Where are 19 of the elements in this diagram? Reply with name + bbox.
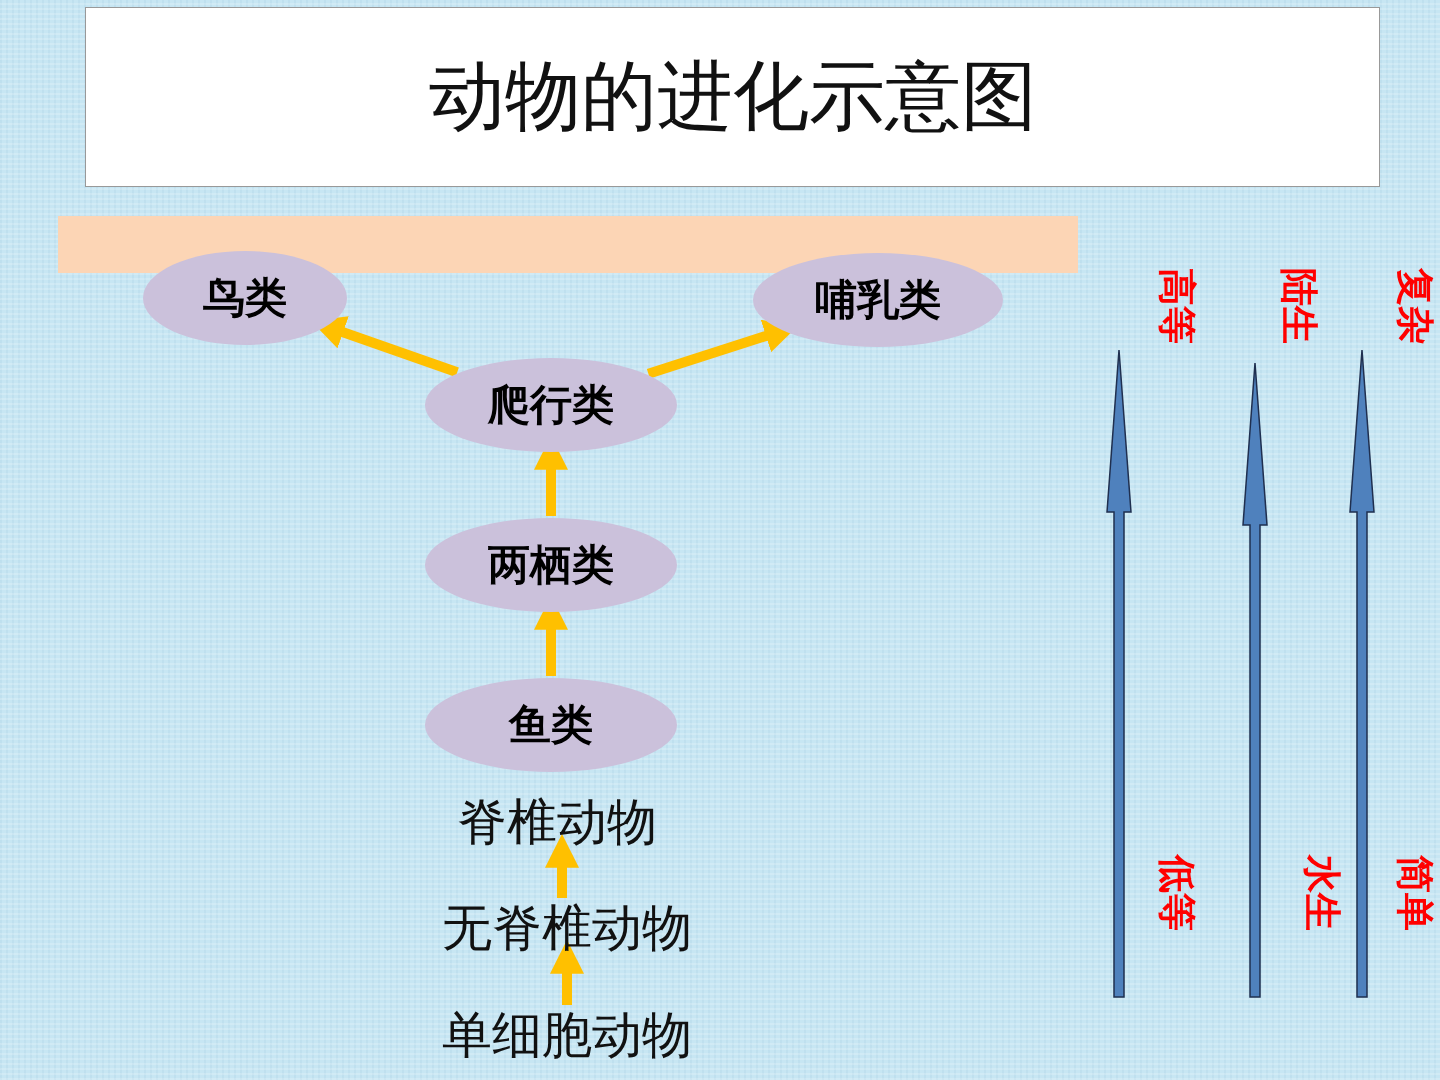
ellipse-node	[425, 678, 677, 772]
title-text: 动物的进化示意图	[428, 49, 1037, 142]
axis-label: 水生	[1303, 855, 1341, 931]
node-label: 鱼类	[509, 699, 593, 751]
axis-label: 高等	[1158, 268, 1196, 344]
stage-label: 脊椎动物	[457, 794, 657, 850]
axis-label: 低等	[1158, 855, 1196, 931]
arrow	[545, 833, 579, 898]
node-label: 爬行类	[488, 379, 614, 431]
axis-label: 简单	[1396, 855, 1434, 931]
node-label: 鸟类	[203, 272, 287, 324]
axis-label: 陆生	[1280, 268, 1318, 344]
node-label: 哺乳类	[815, 274, 941, 326]
axis-label: 复杂	[1396, 268, 1434, 344]
ellipse-node	[425, 518, 677, 612]
node-label: 两栖类	[488, 539, 614, 591]
stage-label: 单细胞动物	[442, 1007, 692, 1063]
stage-label: 无脊椎动物	[442, 900, 692, 956]
ellipse-node	[425, 358, 677, 452]
